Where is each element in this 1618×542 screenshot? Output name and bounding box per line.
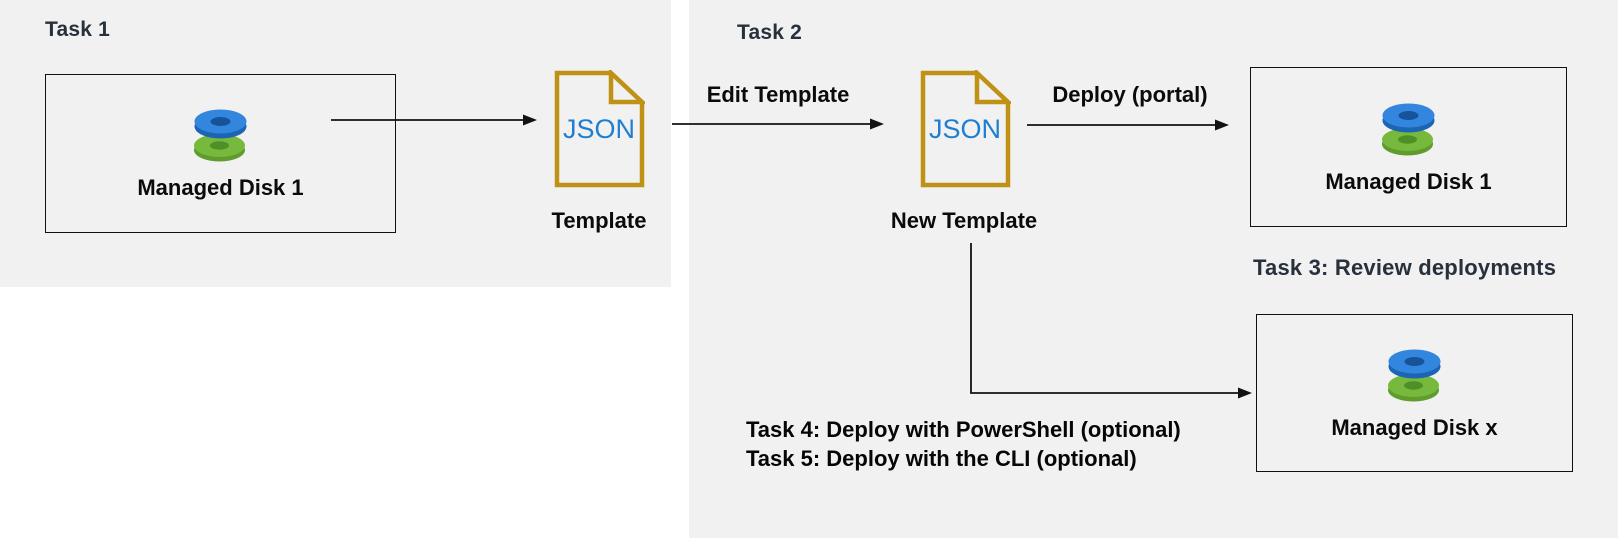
managed-disk-1-deployed-box: Managed Disk 1: [1250, 67, 1567, 227]
managed-disk-icon: [194, 109, 247, 162]
new-template-label: New Template: [890, 208, 1038, 233]
managed-disk-icon: [1388, 349, 1441, 401]
task3-heading: Task 3: Review deployments: [1253, 255, 1557, 280]
task1-heading: Task 1: [45, 18, 111, 41]
managed-disk-1-source-box: Managed Disk 1: [45, 74, 396, 233]
json-file-text: JSON: [929, 114, 1001, 144]
task45-block: Task 4: Deploy with PowerShell (optional…: [746, 415, 1181, 473]
json-file-icon: JSON: [554, 70, 645, 188]
json-file-text: JSON: [563, 114, 635, 144]
edit-template-arrow-label: Edit Template: [706, 82, 850, 107]
task4-line: Task 4: Deploy with PowerShell (optional…: [746, 417, 1181, 442]
task2-heading: Task 2: [737, 21, 803, 44]
managed-disk-1-source-label: Managed Disk 1: [137, 175, 304, 200]
managed-disk-x-box: Managed Disk x: [1256, 314, 1573, 472]
json-file-icon: JSON: [920, 70, 1011, 188]
task5-line: Task 5: Deploy with the CLI (optional): [746, 446, 1137, 471]
deploy-portal-arrow-label: Deploy (portal): [1052, 82, 1208, 107]
managed-disk-icon: [1382, 103, 1435, 155]
managed-disk-1-deployed-label: Managed Disk 1: [1325, 168, 1492, 194]
managed-disk-x-label: Managed Disk x: [1331, 414, 1498, 440]
template-label: Template: [551, 208, 647, 233]
